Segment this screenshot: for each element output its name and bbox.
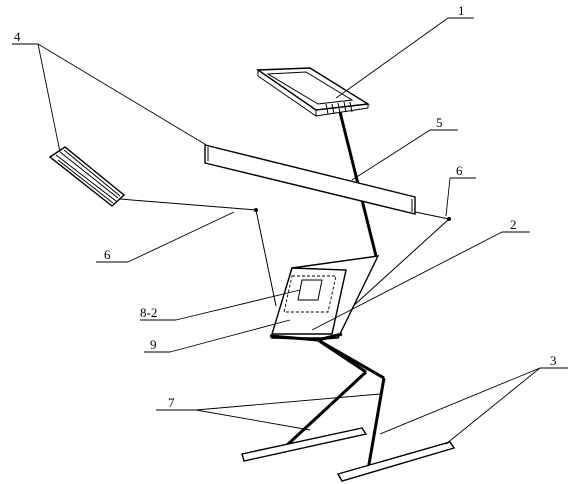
part-3-feet [241,427,456,482]
part-7-legs [284,338,386,471]
link-6-left-upper [119,198,257,211]
label-2: 2 [510,217,517,232]
part-9-body [269,255,380,342]
label-8-2: 8-2 [140,305,157,320]
label-6-left: 6 [104,247,111,262]
part-1-plate [255,67,371,117]
label-5: 5 [436,115,443,130]
leader-lines [12,17,568,445]
label-3: 3 [550,353,557,368]
link-6-right [414,211,450,220]
label-9: 9 [150,337,157,352]
label-4: 4 [14,29,21,44]
label-6-right: 6 [456,163,463,178]
joint-left [254,208,258,212]
part-8-2-inner [283,275,337,313]
part-5-bar [204,144,416,215]
part-4-left-plate [48,146,126,207]
link-6-left-lower [255,209,277,307]
label-7: 7 [168,395,175,410]
clamp-teeth [325,101,353,115]
label-1: 1 [458,3,465,18]
